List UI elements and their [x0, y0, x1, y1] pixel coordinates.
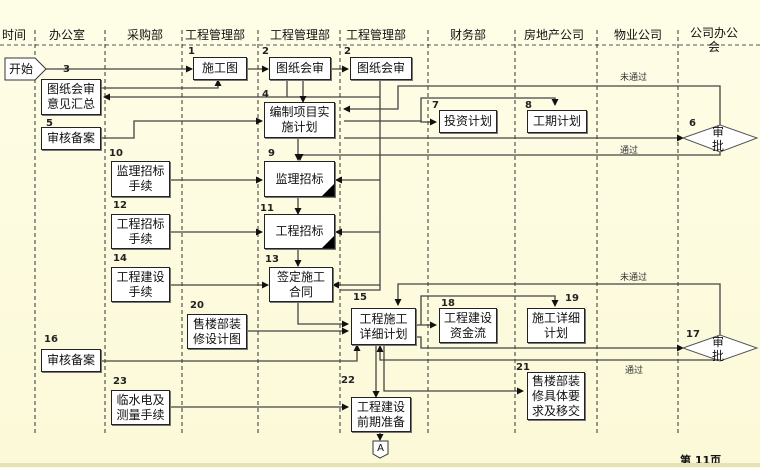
edge-13-15: [297, 302, 349, 328]
edge-label-6-not-passed: 未通过: [620, 73, 648, 83]
node-2a-drawing-review[interactable]: 图纸会审: [269, 57, 331, 80]
node-5-number: 5: [46, 118, 53, 129]
edge-label-17-not-passed: 未通过: [620, 273, 648, 283]
node-21-sales-office-requirements[interactable]: 售楼部装修具体要求及移交: [527, 372, 585, 420]
node-4-project-plan[interactable]: 编制项目实施计划: [264, 102, 335, 138]
node-16-number: 16: [44, 334, 58, 345]
lane-header-property: 物业公司: [614, 28, 663, 42]
node-19-detailed-plan[interactable]: 施工详细计划: [527, 308, 585, 343]
node-13-sign-contract[interactable]: 签定施工合同: [269, 267, 333, 302]
node-11-engineering-bidding[interactable]: 工程招标: [264, 214, 335, 249]
edge-5-4: [100, 117, 263, 139]
node-22-preliminary-preparation[interactable]: 工程建设前期准备: [351, 397, 411, 432]
node-6-approval[interactable]: 审批: [711, 125, 724, 153]
lane-header-engineering-3: 工程管理部: [346, 28, 407, 42]
lane-header-finance: 财务部: [450, 28, 487, 42]
lane-header-real-estate: 房地产公司: [524, 28, 585, 42]
node-8-schedule-plan[interactable]: 工期计划: [527, 110, 587, 133]
start-label: 开始: [8, 62, 33, 76]
node-5-review-filing[interactable]: 审核备案: [41, 127, 101, 150]
node-9-corner-marker: [322, 184, 334, 196]
node-12-engineering-bidding-procedures[interactable]: 工程招标手续: [111, 214, 170, 249]
lane-header-engineering-2: 工程管理部: [270, 28, 331, 42]
lane-header-board: 公司办公会: [690, 26, 739, 54]
edge-4-7: [344, 118, 437, 126]
node-10-supervision-bidding-procedures[interactable]: 监理招标手续: [111, 161, 170, 197]
node-17-number: 17: [686, 329, 700, 340]
node-2b-number: 2: [344, 46, 351, 57]
node-1-construction-drawing[interactable]: 施工图: [193, 57, 247, 80]
node-4-number: 4: [262, 89, 269, 100]
connector-a-shape: [372, 440, 389, 459]
node-16-review-filing[interactable]: 审核备案: [41, 349, 101, 372]
node-20-number: 20: [190, 300, 204, 311]
node-19-number: 19: [565, 293, 579, 304]
node-3-number: 3: [63, 64, 70, 75]
edge-label-17-passed: 通过: [625, 366, 644, 376]
node-9-label: 监理招标: [275, 171, 324, 186]
edge-6-passed: [296, 152, 721, 161]
node-11-corner-marker: [322, 236, 334, 248]
connector-a-label[interactable]: A: [377, 443, 384, 454]
node-11-number: 11: [260, 203, 274, 214]
node-15-number: 15: [353, 292, 367, 303]
node-9-supervision-bidding[interactable]: 监理招标: [264, 161, 335, 197]
edge-label-6-passed: 通过: [620, 146, 639, 156]
node-18-capital-flow[interactable]: 工程建设资金流: [439, 308, 497, 343]
edge-15-19: [420, 295, 559, 325]
node-17-approval[interactable]: 审批: [711, 335, 724, 363]
node-21-number: 21: [516, 362, 530, 373]
node-7-number: 7: [432, 100, 439, 111]
node-6-number: 6: [689, 118, 696, 129]
edge-15-21: [383, 346, 524, 395]
decision-17-shape: [681, 334, 759, 362]
node-13-number: 13: [265, 254, 279, 265]
node-22-number: 22: [341, 375, 355, 386]
node-12-number: 12: [113, 200, 127, 211]
node-23-number: 23: [113, 376, 127, 387]
node-7-investment-plan[interactable]: 投资计划: [439, 110, 497, 133]
node-11-label: 工程招标: [275, 224, 324, 238]
lane-header-engineering-1: 工程管理部: [185, 28, 246, 42]
edge-17-passed: [376, 345, 720, 361]
decision-6-shape: [681, 124, 759, 153]
node-20-sales-office-design[interactable]: 售楼部装修设计图: [187, 314, 247, 349]
node-2a-number: 2: [262, 46, 269, 57]
edge-16-15: [100, 344, 361, 362]
node-1-number: 1: [188, 46, 195, 57]
node-3-review-summary[interactable]: 图纸会审意见汇总: [41, 79, 101, 115]
lane-header-time: 时间: [2, 28, 27, 42]
lane-header-office: 办公室: [49, 28, 86, 42]
edge-15-17: [416, 336, 684, 352]
node-14-construction-procedures[interactable]: 工程建设手续: [111, 267, 170, 302]
node-14-number: 14: [113, 253, 127, 264]
lane-header-purchasing: 采购部: [127, 28, 164, 42]
edge-2b-down: [340, 78, 381, 291]
node-2b-drawing-review[interactable]: 图纸会审: [350, 57, 412, 80]
edge-6-notpassed: [343, 85, 721, 125]
node-8-number: 8: [525, 100, 532, 111]
node-23-utilities-survey-procedures[interactable]: 临水电及测量手续: [111, 390, 170, 425]
node-10-number: 10: [109, 148, 123, 159]
bottom-bar: [0, 463, 760, 467]
lane-dividers: [34, 30, 679, 435]
edge-17-notpassed: [394, 283, 721, 341]
edge-4-8: [420, 97, 559, 121]
start-terminal: [4, 57, 47, 81]
node-15-detailed-construction-plan[interactable]: 工程施工详细计划: [351, 308, 416, 345]
node-18-number: 18: [441, 298, 455, 309]
edge-3-1: [100, 79, 222, 89]
node-9-number: 9: [268, 148, 275, 159]
